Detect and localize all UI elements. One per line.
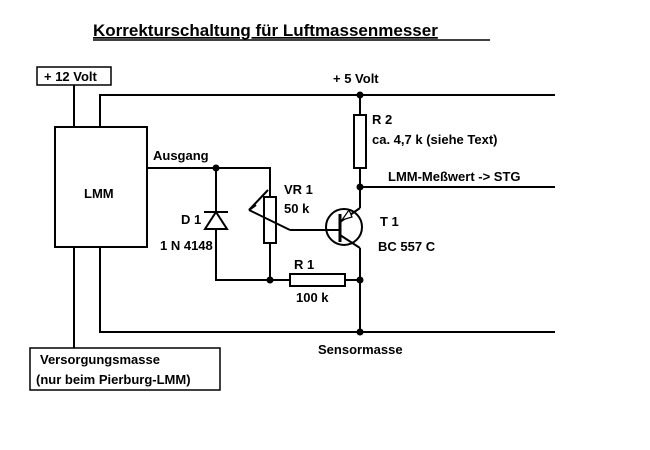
r1-name: R 1 [294, 257, 314, 272]
junction-r1-right [356, 276, 364, 284]
d1-value: 1 N 4148 [160, 238, 213, 253]
vr1-wiper [248, 209, 291, 231]
wire-5v-rail [99, 94, 555, 127]
versorgung-line1: Versorgungsmasse [40, 352, 160, 367]
diode-d1 [203, 210, 229, 230]
versorgung-line2: (nur beim Pierburg-LMM) [36, 372, 191, 387]
lmm-block [54, 126, 148, 248]
r2-value: ca. 4,7 k (siehe Text) [372, 132, 498, 147]
resistor-r1 [289, 273, 346, 287]
wire-ausgang [147, 167, 271, 197]
vr1-value: 50 k [284, 201, 310, 216]
vr1-adjust-arrow [248, 189, 269, 211]
lmm-label: LMM [84, 186, 114, 201]
sensormasse-label: Sensormasse [318, 342, 403, 357]
diagram-title: Korrekturschaltung für Luftmassenmesser [93, 21, 438, 40]
junction-sensormasse [356, 328, 364, 336]
t1-emitter-arrow [340, 208, 353, 222]
resistor-r2 [353, 114, 367, 169]
t1-collector [339, 234, 361, 249]
r2-name: R 2 [372, 112, 392, 127]
supply-5v-label: + 5 Volt [333, 71, 379, 86]
t1-value: BC 557 C [378, 239, 436, 254]
wire-sensormasse [99, 247, 555, 333]
ausgang-label: Ausgang [153, 148, 209, 163]
versorgung-box [29, 347, 221, 391]
transistor-t1 [325, 208, 363, 246]
vr1-name: VR 1 [284, 182, 313, 197]
output-signal-label: LMM-Meßwert -> STG [388, 169, 521, 184]
d1-name: D 1 [181, 212, 201, 227]
supply-12v-label: + 12 Volt [44, 69, 98, 84]
wire-d1-bottom [215, 229, 270, 281]
r1-value: 100 k [296, 290, 329, 305]
t1-name: T 1 [380, 214, 399, 229]
